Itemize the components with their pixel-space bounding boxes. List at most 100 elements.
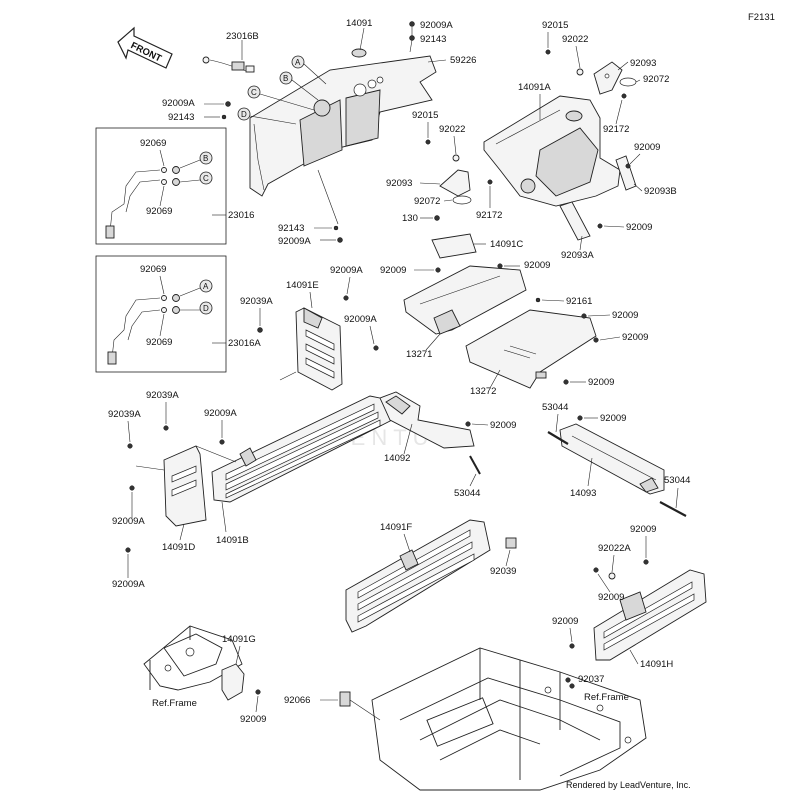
bracket-92093-mid [439, 169, 471, 197]
bracket-92093-top [593, 61, 623, 95]
label-23016: 23016 [228, 210, 254, 221]
label-92172-mid: 92172 [476, 210, 502, 221]
harness-23016A [107, 294, 180, 365]
label-92009-r1: 92009 [634, 142, 660, 153]
label-53044-3: 53044 [664, 475, 690, 486]
label-23016B: 23016B [226, 31, 259, 42]
label-92009A: 92009A [420, 20, 453, 31]
callout-D-letter: D [241, 110, 247, 119]
label-92009A-d2: 92009A [112, 579, 145, 590]
front-arrow-icon: FRONT [117, 26, 173, 69]
label-92143: 92143 [420, 34, 446, 45]
label-92022-mid: 92022 [439, 124, 465, 135]
label-13271: 13271 [406, 349, 432, 360]
bracket-14091G [221, 663, 245, 701]
label-92022-top: 92022 [562, 34, 588, 45]
label-92037: 92037 [578, 674, 604, 685]
callout-A-top: A [291, 55, 327, 85]
panel-14091B [211, 395, 393, 503]
label-ref-frame-1: Ref.Frame [152, 698, 197, 709]
label-92172-top: 92172 [603, 124, 629, 135]
label-130: 130 [402, 213, 418, 224]
label-92039A-1: 92039A [146, 390, 179, 401]
label-ref-frame-2: Ref.Frame [584, 692, 629, 703]
label-92009-c2: 92009 [524, 260, 550, 271]
label-92009-c3: 92009 [612, 310, 638, 321]
bracket-92093A [559, 201, 603, 241]
label-53044-1: 53044 [542, 402, 568, 413]
label-92039A-2: 92039A [108, 409, 141, 420]
label-92009A-left: 92009A [162, 98, 195, 109]
label-92143-left: 92143 [168, 112, 194, 123]
label-92009-h2: 92009 [598, 592, 624, 603]
callout-A-box2: A [179, 279, 213, 297]
label-14091B: 14091B [216, 535, 249, 546]
harness-box-23016 [95, 127, 227, 245]
label-92072-top: 92072 [643, 74, 669, 85]
label-92093-top: 92093 [630, 58, 656, 69]
label-14093: 14093 [570, 488, 596, 499]
cover-14091A [483, 95, 621, 207]
label-92009-c1: 92009 [380, 265, 406, 276]
label-92009A-d1: 92009A [112, 516, 145, 527]
panel-14091D [163, 445, 207, 527]
label-14091D: 14091D [162, 542, 195, 553]
panel-14092 [379, 391, 475, 449]
floor-panel-13271 [403, 265, 527, 335]
callout-D-box2-letter: D [203, 304, 209, 313]
credit-text: Rendered by LeadVenture, Inc. [566, 780, 691, 790]
callout-B-box1: B [179, 151, 213, 169]
label-92009-c7: 92009 [600, 413, 626, 424]
harness-23016 [105, 166, 180, 239]
callout-B-top: B [279, 71, 319, 101]
label-92009-g: 92009 [240, 714, 266, 725]
label-14091A: 14091A [518, 82, 551, 93]
callout-B-box1-letter: B [203, 154, 208, 163]
label-92069-1: 92069 [140, 138, 166, 149]
label-92022A: 92022A [598, 543, 631, 554]
callout-B-letter: B [283, 74, 288, 83]
frame-ref-main [371, 647, 647, 791]
label-14091G: 14091G [222, 634, 256, 645]
label-92009-c4: 92009 [622, 332, 648, 343]
callout-D-box2: D [180, 301, 213, 315]
label-14091H: 14091H [640, 659, 673, 670]
label-92093B: 92093B [644, 186, 677, 197]
label-14092: 14092 [384, 453, 410, 464]
label-13272: 13272 [470, 386, 496, 397]
label-92161: 92161 [566, 296, 592, 307]
label-92009-h1: 92009 [630, 524, 656, 535]
label-14091E: 14091E [286, 280, 319, 291]
label-92009-c6: 92009 [490, 420, 516, 431]
label-92015-top: 92015 [542, 20, 568, 31]
label-92069-4: 92069 [146, 337, 172, 348]
harness-23016B [202, 56, 255, 73]
rubber-92066 [339, 691, 351, 707]
label-14091: 14091 [346, 18, 372, 29]
label-92039A-e: 92039A [240, 296, 273, 307]
floor-panel-13272 [465, 309, 597, 389]
panel-14091E [295, 307, 343, 391]
callout-C-letter: C [251, 88, 257, 97]
callout-A-letter: A [295, 58, 301, 67]
label-53044-2: 53044 [454, 488, 480, 499]
label-92009-h3: 92009 [552, 616, 578, 627]
harness-box-23016A [95, 255, 227, 373]
label-92009A-e2: 92009A [344, 314, 377, 325]
callout-C-box1: C [179, 171, 213, 185]
figure-code: F2131 [748, 12, 775, 23]
rubber-92039 [505, 537, 517, 549]
clamp-92072-mid [452, 195, 472, 205]
label-92093-mid: 92093 [386, 178, 412, 189]
label-92009-r2: 92009 [626, 222, 652, 233]
label-92093A: 92093A [561, 250, 594, 261]
label-92066: 92066 [284, 695, 310, 706]
label-92009A-bottom: 92009A [278, 236, 311, 247]
dash-panel-14091 [249, 48, 437, 197]
cover-14091C [431, 233, 477, 259]
label-92072-mid: 92072 [414, 196, 440, 207]
label-92143-bottom: 92143 [278, 223, 304, 234]
panel-14091H [593, 569, 707, 661]
callout-C-top: C [247, 85, 315, 111]
